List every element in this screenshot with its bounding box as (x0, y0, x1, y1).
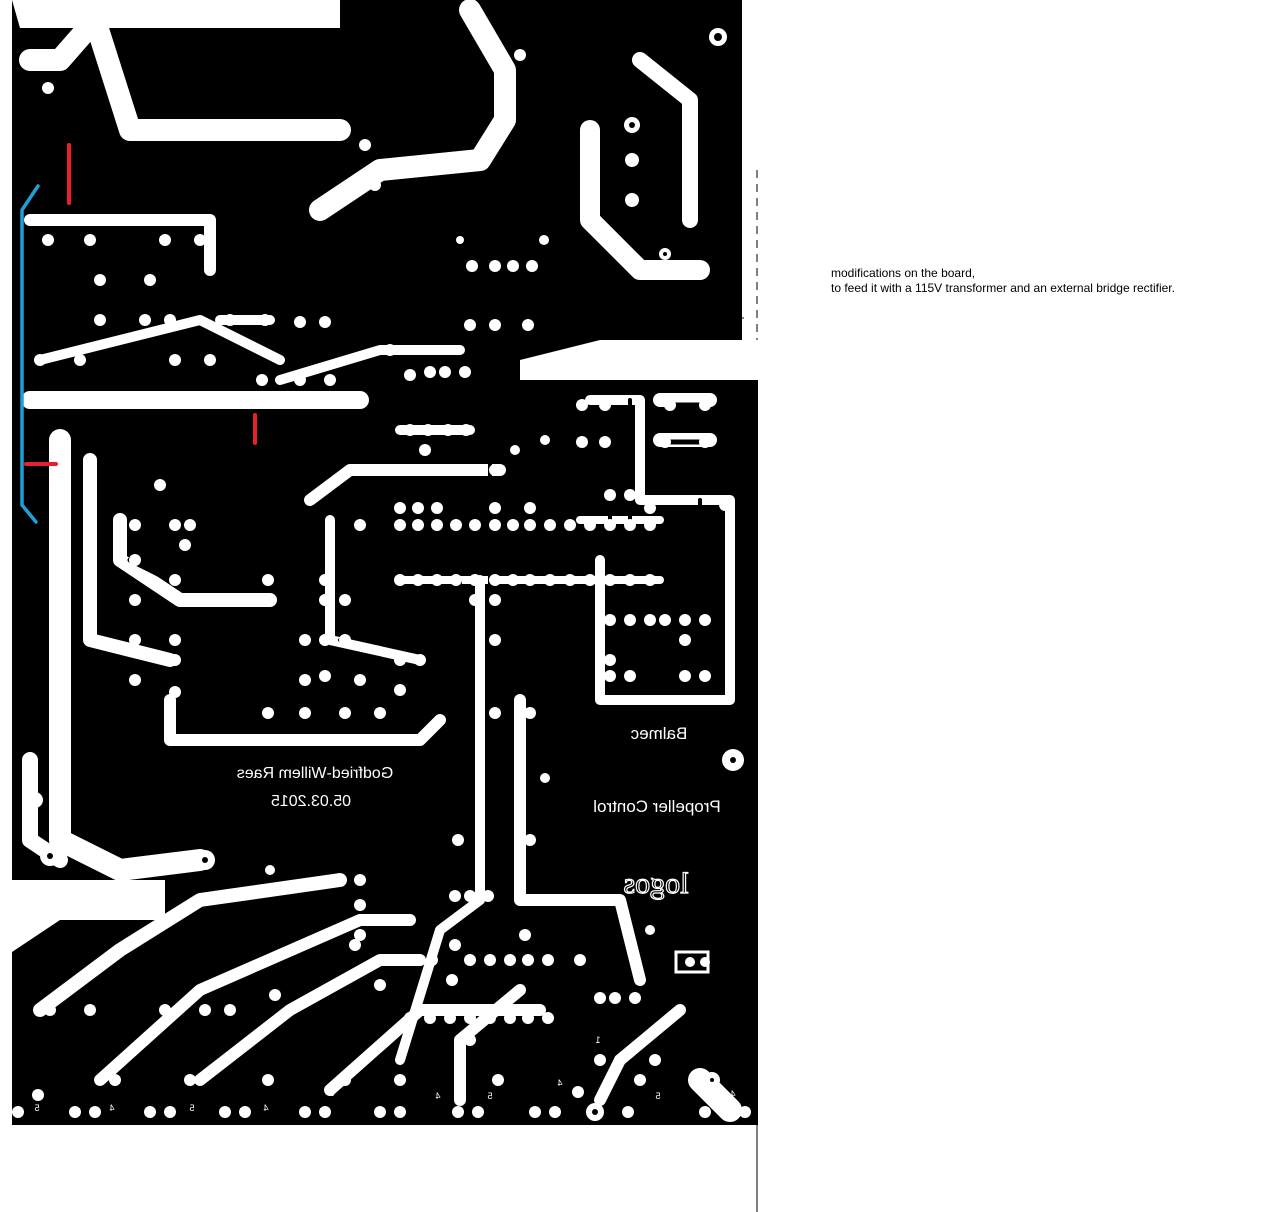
connector-label-thru-1: THRU (54, 1145, 102, 1169)
pin-one-label: 1 (595, 1035, 600, 1045)
pin-label: 5 (329, 1088, 334, 1098)
modification-marks (20, 143, 257, 524)
pin-label: 5 (189, 1103, 194, 1113)
note-line-2: to feed it with a 115V transformer and a… (831, 281, 1175, 295)
modification-note: modifications on the board, to feed it w… (831, 266, 1175, 296)
pin-label: 4 (557, 1078, 562, 1088)
substrate-areas (0, 0, 758, 1212)
logo-text: logos (623, 867, 688, 900)
connector-label-thru-3: THRU (365, 1145, 413, 1169)
connector-label-thru-4: THRU (516, 1145, 564, 1169)
pin-label: 4 (730, 1089, 735, 1099)
pcb-board: Godfried-Willem Raes 05.03.2015 Balmec P… (0, 0, 758, 1212)
pin-label: 5 (487, 1091, 492, 1101)
connector-label-in: IN (676, 1145, 700, 1169)
jumper-wire (20, 184, 40, 524)
maker-label: Balmec (630, 724, 687, 743)
date-label: 05.03.2015 (271, 793, 351, 810)
pin-label: 5 (34, 1103, 39, 1113)
silkscreen: Godfried-Willem Raes 05.03.2015 Balmec P… (34, 724, 735, 1170)
trace-channels (19, 0, 742, 1122)
product-label: Propeller Control (593, 797, 721, 816)
board-edge (722, 170, 758, 1212)
solder-pads (12, 28, 751, 1121)
pin-label: 4 (263, 1103, 268, 1113)
author-label: Godfried-Willem Raes (237, 765, 393, 782)
pcb-layout: Godfried-Willem Raes 05.03.2015 Balmec P… (0, 0, 758, 1212)
pin-label: 4 (435, 1091, 440, 1101)
pin-label: 5 (655, 1091, 660, 1101)
connector-pad-pair (674, 950, 710, 974)
note-line-1: modifications on the board, (831, 266, 976, 280)
pin-label: 4 (109, 1103, 114, 1113)
connector-label-thru-2: THRU (210, 1145, 258, 1169)
drill-holes (47, 33, 736, 1115)
